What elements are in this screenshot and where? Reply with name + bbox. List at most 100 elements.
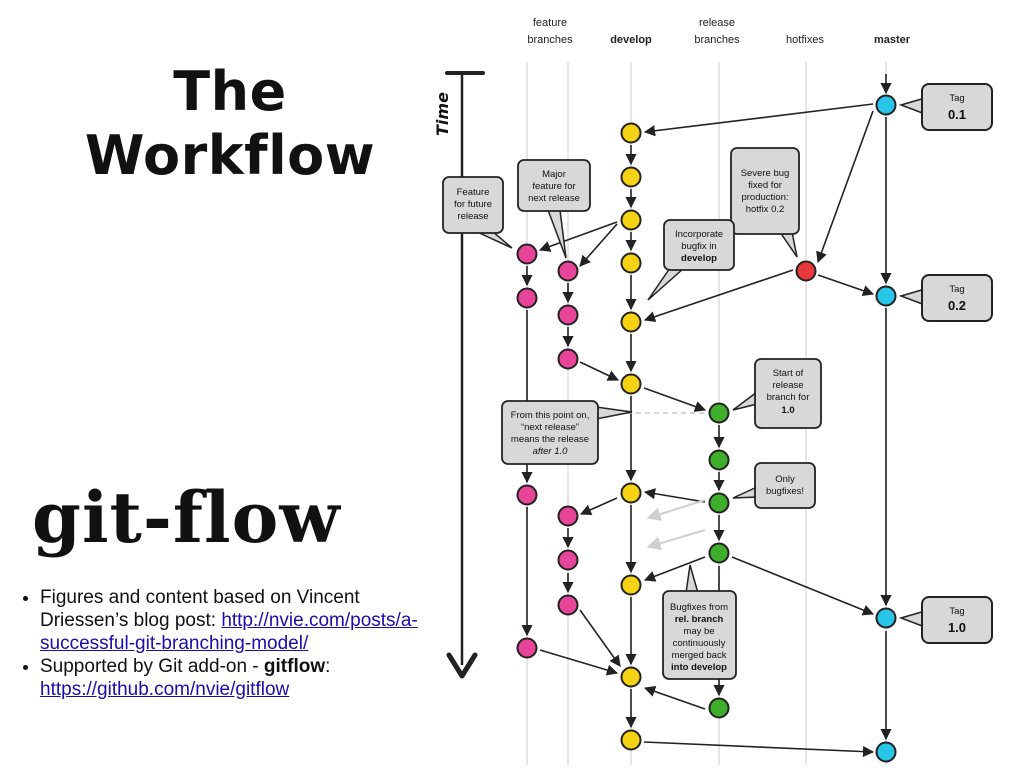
note-2-bold: gitflow [263,656,326,677]
lane-label-release-2: branches [694,34,740,46]
title-line-1: The [173,60,287,123]
gitflow-repo-link[interactable]: https://github.com/nvie/gitflow [40,679,290,700]
svg-text:Tag: Tag [949,284,964,295]
note-item-2: Supported by Git add-on - gitflow: https… [40,655,440,701]
svg-text:rel. branch: rel. branch [675,614,724,625]
tag-0-2: Tag 0.2 [898,274,993,322]
callout-incorporate: Incorporate bugfix in develop [647,219,735,301]
feature-commit [557,304,579,326]
svg-text:fixed for: fixed for [748,180,782,191]
title-line-2: Workflow [84,124,376,187]
svg-text:develop: develop [681,253,717,264]
svg-text:Major: Major [542,169,566,180]
release-commit [708,492,730,514]
time-axis: Time [433,71,485,679]
svg-text:feature for: feature for [532,181,575,192]
develop-commit [620,729,642,751]
svg-text:Start of: Start of [773,368,804,379]
feature-commit [557,549,579,571]
master-commits [875,94,897,763]
feature-commit [557,505,579,527]
note-2-colon: : [325,656,331,677]
develop-commit [620,666,642,688]
svg-text:release: release [457,211,488,222]
svg-text:into develop: into develop [671,662,727,673]
note-1-text: Figures and content based on Vincent Dri… [40,587,360,631]
develop-commit [620,482,642,504]
svg-text:From this point on,: From this point on, [511,410,590,421]
callouts: Feature for future release Major feature… [442,147,822,680]
hotfix-commit [795,260,817,282]
svg-text:hotfix 0.2: hotfix 0.2 [746,204,785,215]
gitflow-heading: git-flow [32,476,341,559]
svg-text:Tag: Tag [949,93,964,104]
svg-text:for future: for future [454,199,492,210]
svg-text:Tag: Tag [949,606,964,617]
notes-list: Figures and content based on Vincent Dri… [10,586,440,701]
callout-only-bugfixes: Only bugfixes! [732,462,816,509]
svg-text:1.0: 1.0 [781,405,794,416]
develop-commit [620,373,642,395]
master-commit-latest [875,741,897,763]
svg-text:0.1: 0.1 [948,107,966,122]
master-commit-tag-0-2 [875,285,897,307]
svg-text:“next release”: “next release” [521,422,579,433]
lane-label-release-1: release [699,17,735,29]
lane-label-feature-1: feature [533,17,567,29]
feature-commit [557,594,579,616]
develop-commit [620,122,642,144]
callout-feature-future: Feature for future release [442,176,513,249]
feature-commit [516,287,538,309]
svg-text:0.2: 0.2 [948,298,966,313]
time-label: Time [433,92,452,136]
develop-commit [620,252,642,274]
svg-text:Incorporate: Incorporate [675,229,723,240]
develop-commit [620,209,642,231]
lane-labels: feature branches develop release branche… [527,17,910,46]
develop-commit [620,166,642,188]
tag-1-0: Tag 1.0 [898,596,993,644]
master-commit-tag-0-1 [875,94,897,116]
feature-commit [516,484,538,506]
feature-commit [516,243,538,265]
develop-commit [620,311,642,333]
svg-text:means the release: means the release [511,434,589,445]
tag-callouts: Tag 0.1 Tag 0.2 Tag 1.0 [898,83,993,644]
faint-edges [600,412,706,551]
svg-text:production:: production: [741,192,788,203]
commit-edges [521,74,892,758]
svg-text:branch for: branch for [767,392,810,403]
release-commits [708,402,730,719]
svg-text:Bugfixes from: Bugfixes from [670,602,728,613]
svg-text:next release: next release [528,193,580,204]
svg-text:release: release [772,380,803,391]
svg-text:continuously: continuously [673,638,726,649]
svg-text:may be: may be [683,626,714,637]
svg-text:Feature: Feature [457,187,490,198]
feature-commit [516,637,538,659]
release-commit [708,697,730,719]
develop-commit [620,574,642,596]
svg-text:Only: Only [775,474,795,485]
release-commit [708,402,730,424]
lane-label-feature-2: branches [527,34,573,46]
callout-major-feature: Major feature for next release [517,159,591,259]
note-2-prefix: Supported by Git add-on - [40,656,264,677]
callout-severe-bug: Severe bug fixed for production: hotfix … [730,147,800,258]
svg-text:after 1.0: after 1.0 [533,446,569,457]
svg-text:bugfixes!: bugfixes! [766,486,804,497]
svg-text:merged back: merged back [672,650,727,661]
callout-start-release: Start of release branch for 1.0 [732,358,822,429]
svg-text:bugfix in: bugfix in [681,241,716,252]
develop-commits [620,122,642,751]
feature-commit [557,348,579,370]
release-commit [708,449,730,471]
release-commit [708,542,730,564]
lane-label-hotfixes: hotfixes [786,34,824,46]
blog-post-link[interactable]: http://nvie.com/posts/a-successful-git-b… [40,610,418,654]
svg-text:1.0: 1.0 [948,620,966,635]
callout-next-release: From this point on, “next release” means… [501,400,633,465]
svg-text:Severe bug: Severe bug [741,168,790,179]
hotfix-commits [795,260,817,282]
lane-label-develop: develop [610,34,652,46]
